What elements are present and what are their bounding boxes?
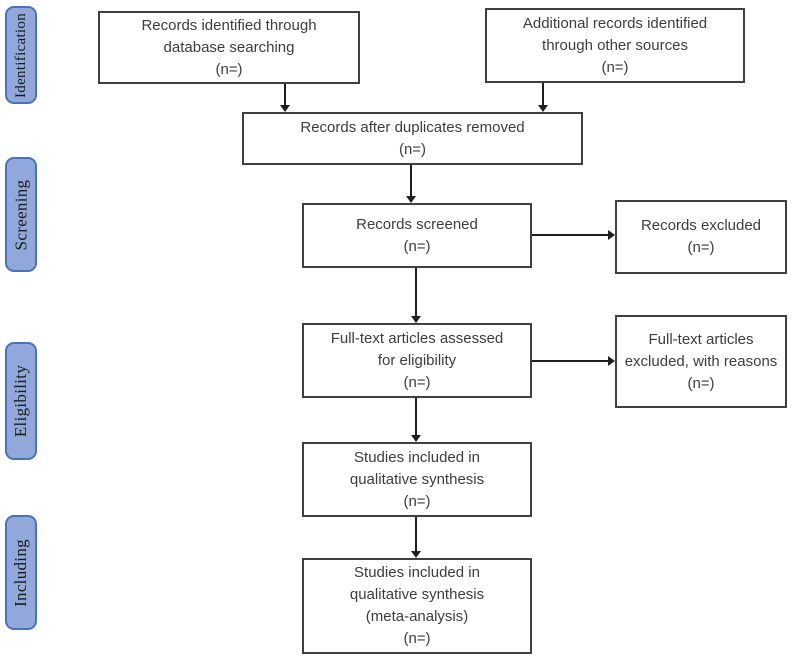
box-text-line: (n=)	[687, 374, 715, 392]
stage-label-screening: Screening	[5, 157, 37, 272]
box-text-line: qualitative synthesis	[349, 586, 485, 603]
box-text-line: (n=)	[403, 373, 431, 391]
box-text-line: Full-text articles assessed	[330, 329, 504, 347]
arrow-other-sources-to-duplicates	[538, 83, 548, 112]
arrow-head-right-icon	[608, 356, 615, 366]
box-text-line: Additional records identified	[522, 14, 708, 32]
box-text-line: (n=)	[403, 492, 431, 510]
arrow-shaft	[532, 360, 609, 362]
box-records-after-duplicates-removed: Records after duplicates removed (n=)	[242, 112, 583, 165]
arrow-head-down-icon	[406, 196, 416, 203]
box-text-line: Records screened	[356, 215, 478, 233]
box-text-line: qualitative synthesis	[349, 470, 485, 488]
stage-label-text: Screening	[11, 179, 30, 250]
arrow-head-down-icon	[411, 551, 421, 558]
box-text-line: Records excluded	[640, 217, 762, 234]
box-studies-qualitative-synthesis: Studies included in qualitative synthesi…	[302, 442, 532, 517]
arrow-head-down-icon	[411, 316, 421, 323]
arrow-shaft	[415, 268, 417, 317]
arrow-shaft	[415, 398, 417, 436]
box-text-line: (n=)	[687, 239, 715, 256]
arrow-head-down-icon	[280, 105, 290, 112]
arrow-head-down-icon	[411, 435, 421, 442]
arrow-db-search-to-duplicates	[280, 84, 290, 112]
box-records-screened: Records screened (n=)	[302, 203, 532, 268]
box-text-line: database searching	[163, 38, 295, 56]
box-records-identified-database: Records identified through database sear…	[98, 11, 360, 84]
box-text-line: (n=)	[601, 58, 629, 76]
box-text-line: Studies included in	[354, 564, 480, 581]
box-records-excluded: Records excluded (n=)	[615, 200, 787, 274]
arrow-fulltext-to-fulltext-excluded	[532, 356, 615, 366]
arrow-shaft	[284, 84, 286, 106]
stage-label-identification: Identification	[5, 6, 37, 104]
box-text-line: (n=)	[215, 60, 243, 78]
arrow-shaft	[415, 517, 417, 552]
arrow-screened-to-excluded	[532, 230, 615, 240]
arrow-duplicates-to-screened	[406, 165, 416, 203]
box-text-line: (n=)	[398, 140, 427, 158]
arrow-fulltext-to-qualitative	[411, 398, 421, 442]
box-studies-meta-analysis: Studies included in qualitative synthesi…	[302, 558, 532, 654]
box-text-line: for eligibility	[377, 351, 457, 369]
stage-label-text: Including	[11, 538, 31, 607]
arrow-shaft	[532, 234, 609, 236]
arrow-screened-to-fulltext	[411, 268, 421, 323]
box-fulltext-assessed: Full-text articles assessed for eligibil…	[302, 323, 532, 398]
stage-label-text: Eligibility	[11, 364, 30, 438]
arrow-head-down-icon	[538, 105, 548, 112]
arrow-qualitative-to-meta	[411, 517, 421, 558]
box-text-line: Records identified through	[141, 16, 317, 34]
box-text-line: Studies included in	[354, 448, 480, 466]
stage-label-including: Including	[5, 515, 37, 630]
box-text-line: Full-text articles	[648, 330, 754, 348]
box-fulltext-excluded: Full-text articles excluded, with reason…	[615, 315, 787, 408]
box-text-line: (n=)	[403, 630, 431, 647]
box-text-line: through other sources	[542, 36, 688, 54]
stage-label-text: Identification	[12, 12, 29, 98]
arrow-shaft	[542, 83, 544, 106]
box-text-line: excluded, with reasons	[624, 352, 778, 370]
arrow-head-right-icon	[608, 230, 615, 240]
box-text-line: Records after duplicates removed	[300, 118, 525, 136]
box-text-line: (n=)	[403, 237, 431, 255]
box-text-line: (meta-analysis)	[365, 608, 469, 625]
box-additional-records-other-sources: Additional records identified through ot…	[485, 8, 745, 83]
arrow-shaft	[410, 165, 412, 197]
stage-label-eligibility: Eligibility	[5, 342, 37, 460]
